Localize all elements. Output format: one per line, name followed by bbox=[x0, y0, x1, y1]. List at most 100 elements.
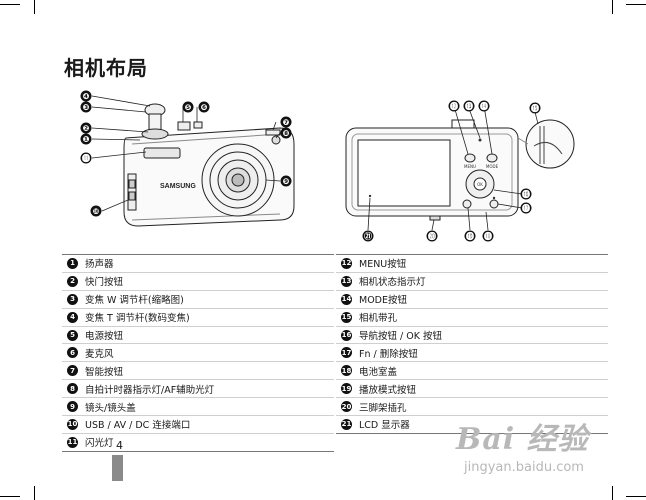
callout-marker: ㉑ bbox=[364, 231, 372, 241]
legend-number: 2 bbox=[67, 275, 78, 287]
callout-marker: ⓱ bbox=[522, 203, 530, 213]
callout-marker: ❼ bbox=[283, 118, 290, 127]
crop-mark bbox=[0, 496, 20, 497]
crop-mark bbox=[0, 4, 20, 5]
legend-text: 自拍计时器指示灯/AF辅助光灯 bbox=[85, 384, 215, 396]
legend-row: 3 变焦 W 调节杆(缩略图) bbox=[62, 291, 334, 309]
legend-number: 14 bbox=[341, 293, 352, 305]
legend-number: 10 bbox=[67, 418, 78, 430]
callout-marker: ❹ bbox=[83, 92, 90, 101]
legend-number: 16 bbox=[341, 329, 352, 341]
legend-text: MENU按钮 bbox=[359, 259, 407, 271]
legend-text: 播放模式按钮 bbox=[359, 384, 417, 396]
legend-text: 智能按钮 bbox=[85, 366, 124, 378]
legend-number: 6 bbox=[67, 347, 78, 359]
legend-text: LCD 显示器 bbox=[359, 420, 410, 432]
legend-text: Fn / 删除按钮 bbox=[359, 348, 418, 360]
legend-text: USB / AV / DC 连接端口 bbox=[85, 420, 191, 432]
callout-marker: ⓰ bbox=[522, 189, 530, 199]
legend-row: 13 相机状态指示灯 bbox=[336, 273, 608, 291]
legend-row: 10 USB / AV / DC 连接端口 bbox=[62, 416, 334, 434]
legend-text: 相机带孔 bbox=[359, 313, 398, 325]
legend-row: 15 相机带孔 bbox=[336, 309, 608, 327]
crop-mark bbox=[626, 496, 646, 497]
legend-text: 变焦 T 调节杆(数码变焦) bbox=[85, 313, 190, 325]
callout-marker: ❺ bbox=[185, 103, 192, 112]
legend-number: 15 bbox=[341, 311, 352, 323]
callout-marker: ⓫ bbox=[82, 153, 90, 163]
legend-row: 5 电源按钮 bbox=[62, 327, 334, 345]
callout-marker: ⓮ bbox=[480, 101, 488, 111]
menu-button-label: MENU bbox=[464, 164, 476, 169]
legend-number: 19 bbox=[341, 383, 352, 395]
callout-marker: ❸ bbox=[83, 103, 90, 112]
callout-marker: ⓲ bbox=[484, 231, 492, 241]
legend-row: 16 导航按钮 / OK 按钮 bbox=[336, 327, 608, 345]
callout-marker: ⓴ bbox=[428, 231, 436, 241]
legend-number: 5 bbox=[67, 329, 78, 341]
legend-text: MODE按钮 bbox=[359, 295, 407, 307]
legend-number: 4 bbox=[67, 311, 78, 323]
legend-number: 7 bbox=[67, 365, 78, 377]
legend-number: 1 bbox=[67, 257, 78, 269]
camera-brand-text: SAMSUNG bbox=[160, 183, 196, 190]
callout-marker: ⓳ bbox=[466, 231, 474, 241]
callout-marker: ❿ bbox=[93, 207, 100, 216]
crop-mark bbox=[612, 486, 613, 500]
crop-mark bbox=[612, 0, 613, 14]
crop-mark bbox=[34, 486, 35, 500]
legend-number: 18 bbox=[341, 365, 352, 377]
legend-row: 7 智能按钮 bbox=[62, 362, 334, 381]
back-camera-diagram: MENU MODE OK ⓬ ⓭ ⓮ ⓯ ⓰ ⓱ ⓲ ⓳ ⓴ ㉑ bbox=[345, 100, 575, 242]
watermark-brand: Bai 经验 bbox=[456, 422, 589, 457]
legend-row: 18 电池室盖 bbox=[336, 362, 608, 381]
legend-row: 17 Fn / 删除按钮 bbox=[336, 344, 608, 363]
legend-number: 20 bbox=[341, 401, 352, 413]
legend-number: 13 bbox=[341, 275, 352, 287]
callout-marker: ⓭ bbox=[465, 101, 473, 111]
legend-number: 12 bbox=[341, 257, 352, 269]
crop-mark bbox=[626, 4, 646, 5]
callout-marker: ❶ bbox=[83, 135, 90, 144]
legend-number: 11 bbox=[67, 436, 78, 448]
legend-text: 三脚架插孔 bbox=[359, 402, 407, 414]
legend-text: 镜头/镜头盖 bbox=[85, 402, 136, 414]
legend-row: 14 MODE按钮 bbox=[336, 291, 608, 309]
legend-row: 19 播放模式按钮 bbox=[336, 380, 608, 399]
callout-marker: ❽ bbox=[283, 129, 290, 138]
crop-mark bbox=[34, 0, 35, 14]
legend-row: 20 三脚架插孔 bbox=[336, 398, 608, 417]
page-number: 4 bbox=[116, 439, 123, 452]
callout-marker: ⓯ bbox=[531, 103, 539, 113]
watermark: Bai 经验 jingyan.baidu.com bbox=[456, 414, 589, 475]
watermark-url: jingyan.baidu.com bbox=[464, 460, 584, 475]
legend-right-table: 12 MENU按钮 13 相机状态指示灯 14 MODE按钮 15 相机带孔 16 导航按… bbox=[336, 254, 608, 434]
legend-text: 导航按钮 / OK 按钮 bbox=[359, 331, 442, 342]
legend-text: 变焦 W 调节杆(缩略图) bbox=[85, 295, 184, 307]
callout-marker: ❷ bbox=[83, 124, 90, 133]
legend-text: 相机状态指示灯 bbox=[359, 277, 426, 289]
legend-text: 电源按钮 bbox=[85, 331, 124, 342]
mode-button-label: MODE bbox=[486, 164, 499, 169]
legend-text: 快门按钮 bbox=[85, 277, 124, 289]
legend-text: 电池室盖 bbox=[359, 366, 398, 378]
front-camera-diagram: SAMSUNG ❹ ❸ ❷ ❶ ⓫ ❿ ❺ ❻ ❼ ❽ ❾ bbox=[80, 90, 295, 227]
page-title: 相机布局 bbox=[64, 56, 148, 80]
callout-marker: ⓬ bbox=[450, 101, 458, 111]
legend-row: 2 快门按钮 bbox=[62, 273, 334, 291]
ok-button-label: OK bbox=[477, 182, 483, 187]
legend-number: 17 bbox=[341, 347, 352, 359]
legend-number: 9 bbox=[67, 401, 78, 413]
legend-row: 9 镜头/镜头盖 bbox=[62, 398, 334, 417]
legend-row: 12 MENU按钮 bbox=[336, 255, 608, 273]
callout-marker: ❻ bbox=[201, 103, 208, 112]
legend-row: 4 变焦 T 调节杆(数码变焦) bbox=[62, 309, 334, 327]
callout-marker: ❾ bbox=[283, 177, 290, 186]
page-tab-marker bbox=[112, 455, 123, 481]
legend-number: 3 bbox=[67, 293, 78, 305]
